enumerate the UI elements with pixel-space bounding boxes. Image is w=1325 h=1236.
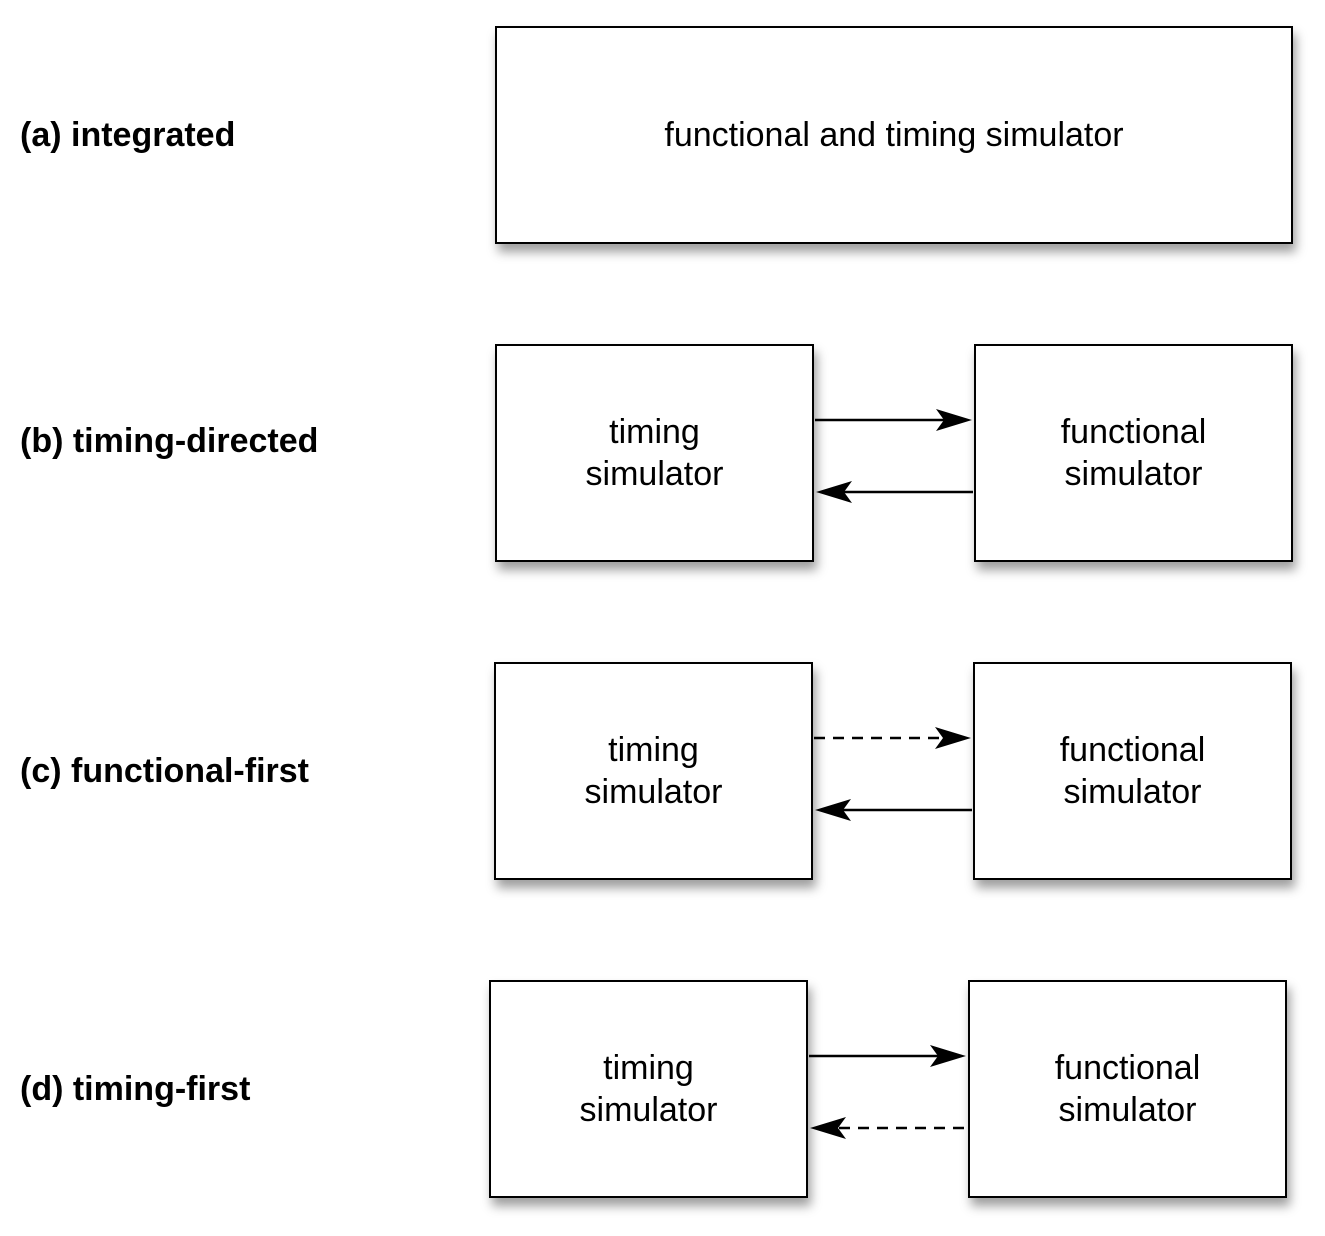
arrow-timing-to-functional bbox=[815, 409, 972, 431]
row-label-timing-directed: (b) timing-directed bbox=[20, 422, 319, 460]
timing-simulator-box: timing simulator bbox=[489, 980, 808, 1198]
functional-simulator-box: functional simulator bbox=[973, 662, 1292, 880]
row-label-timing-first: (d) timing-first bbox=[20, 1070, 251, 1108]
functional-and-timing-simulator-box: functional and timing simulator bbox=[495, 26, 1293, 244]
timing-simulator-box: timing simulator bbox=[494, 662, 813, 880]
row-label-functional-first: (c) functional-first bbox=[20, 752, 309, 790]
arrow-timing-to-functional-dashed bbox=[814, 727, 971, 749]
box-text-line-1: functional bbox=[1059, 731, 1206, 769]
box-text-line-1: timing bbox=[609, 413, 700, 451]
box-text-line-1: timing bbox=[603, 1049, 694, 1087]
arrow-functional-to-timing bbox=[816, 481, 973, 503]
box-text-line-2: simulator bbox=[585, 455, 724, 493]
box-text-line-2: simulator bbox=[1064, 455, 1203, 493]
box-text-line-2: simulator bbox=[1058, 1091, 1197, 1129]
box-text-line-2: simulator bbox=[1063, 773, 1202, 811]
functional-simulator-box: functional simulator bbox=[974, 344, 1293, 562]
box-text-line-2: simulator bbox=[579, 1091, 718, 1129]
box-text-line-1: functional bbox=[1054, 1049, 1201, 1087]
box-text-line-1: timing bbox=[608, 731, 699, 769]
box-text: functional and timing simulator bbox=[664, 116, 1124, 154]
functional-simulator-box: functional simulator bbox=[968, 980, 1287, 1198]
timing-simulator-box: timing simulator bbox=[495, 344, 814, 562]
box-text-line-2: simulator bbox=[584, 773, 723, 811]
arrow-functional-to-timing bbox=[815, 799, 972, 821]
box-text-line-1: functional bbox=[1060, 413, 1207, 451]
arrow-timing-to-functional bbox=[809, 1045, 966, 1067]
row-label-integrated: (a) integrated bbox=[20, 116, 236, 154]
arrow-functional-to-timing-dashed bbox=[810, 1117, 964, 1139]
